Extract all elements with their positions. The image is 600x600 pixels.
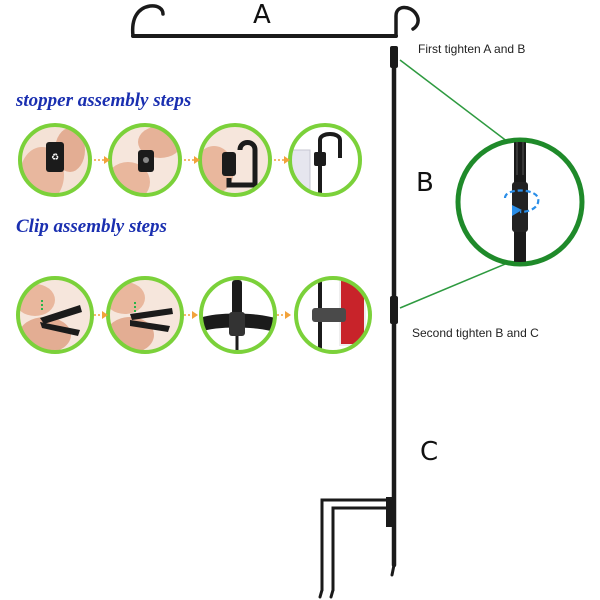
- svg-text:♻: ♻: [51, 153, 59, 163]
- rotation-arrow-icon: [503, 189, 540, 214]
- right-hook: [394, 5, 420, 38]
- clip-on-flag-icon: [294, 276, 372, 354]
- clip-steps-heading: Clip assembly steps: [16, 216, 167, 237]
- pole-joint-middle: [390, 296, 398, 324]
- label-b: B: [416, 168, 434, 198]
- arrow-right-icon: [94, 311, 291, 319]
- zoom-line-bottom: [399, 261, 511, 309]
- second-tighten-note: Second tighten B and C: [412, 326, 539, 340]
- label-c: C: [420, 437, 439, 467]
- clip-pinched-icon: [106, 276, 184, 354]
- stopper-in-hand-icon: ♻: [18, 123, 92, 197]
- stopper-steps: ♻: [18, 123, 362, 197]
- stake-clamp: [386, 497, 396, 527]
- zoom-line-top: [399, 59, 509, 143]
- pole-joint-top: [390, 46, 398, 68]
- zoom-callout: [399, 59, 585, 309]
- label-a: A: [253, 0, 271, 30]
- clip-steps: [16, 276, 372, 354]
- clip-on-band-icon: [199, 276, 277, 354]
- ground-stake: [320, 498, 393, 592]
- stopper-on-flag-icon: [288, 123, 362, 197]
- left-hook: [130, 4, 165, 38]
- arrow-right-icon: [94, 156, 290, 164]
- stopper-pinched-icon: [108, 123, 182, 197]
- first-tighten-note: First tighten A and B: [418, 42, 526, 56]
- stake-tips: [318, 563, 396, 599]
- stopper-with-hook-icon: [198, 123, 272, 197]
- clip-open-icon: [16, 276, 94, 354]
- stopper-steps-heading: stopper assembly steps: [16, 90, 192, 111]
- flag-pole: [130, 4, 420, 599]
